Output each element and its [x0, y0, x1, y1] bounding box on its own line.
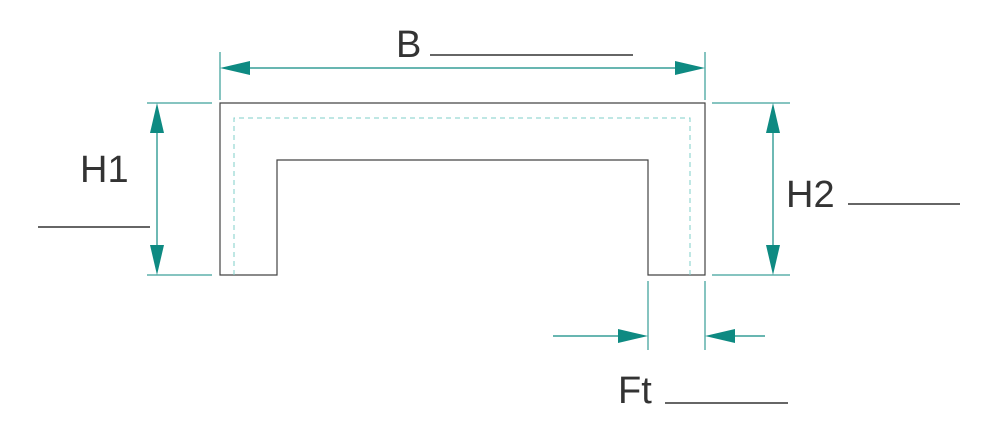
arrowhead-h1-bottom	[150, 245, 164, 275]
arrowhead-h2-top	[766, 103, 780, 133]
arrowhead-ft-left	[618, 329, 648, 343]
label-b: B	[396, 24, 421, 66]
arrowhead-ft-right	[705, 329, 735, 343]
arrowhead-h2-bottom	[766, 245, 780, 275]
label-ft: Ft	[618, 370, 652, 412]
arrowhead-h1-top	[150, 103, 164, 133]
label-h2: H2	[786, 174, 835, 216]
label-h1: H1	[80, 149, 129, 191]
arrowhead-b-right	[675, 61, 705, 75]
dimension-h1: H1	[38, 102, 212, 276]
channel-outline	[219, 102, 706, 276]
dimension-ft: Ft	[553, 281, 788, 412]
dimension-b: B	[219, 24, 706, 100]
dimension-h2: H2	[712, 102, 960, 276]
channel-inner-dashed-line	[233, 117, 691, 275]
arrowhead-b-left	[220, 61, 250, 75]
